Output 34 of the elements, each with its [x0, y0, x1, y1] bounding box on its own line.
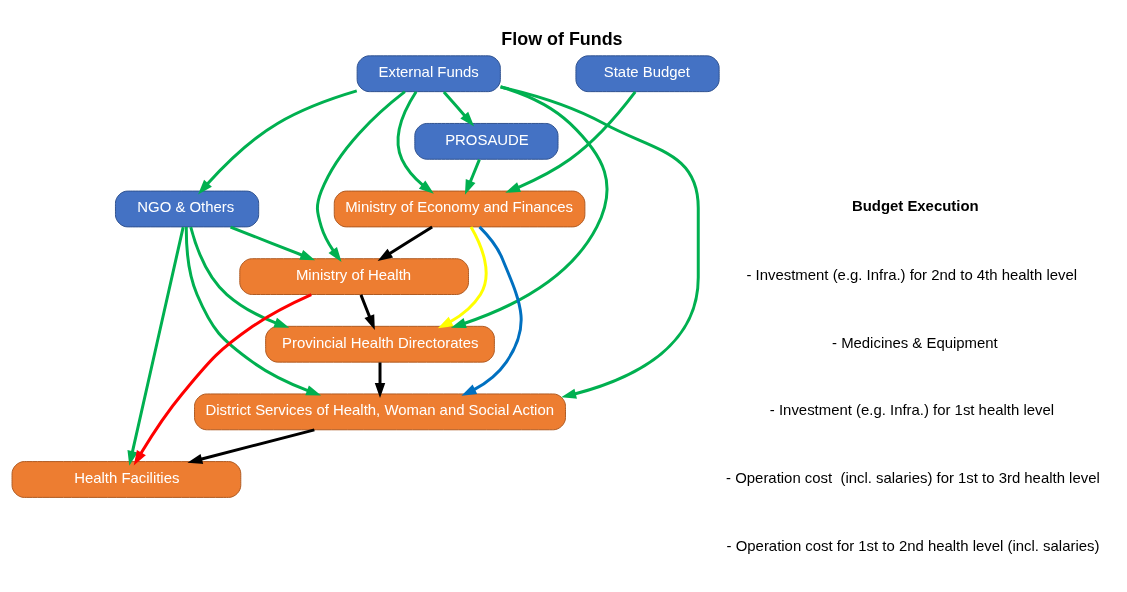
label: - Investment (e.g. Infra.) for 1st health level — [769, 401, 1055, 418]
node-box: Ministry of Health — [239, 257, 469, 295]
arrow — [184, 226, 322, 395]
node-box: Provincial Health Directorates — [265, 325, 495, 363]
arrow — [374, 362, 386, 398]
arrow — [315, 89, 406, 262]
arrow — [133, 292, 312, 465]
node-box: District Services of Health, Woman and Social Action — [194, 392, 566, 430]
node-box: Health Facilities — [11, 460, 242, 498]
label: - Operation cost (incl. salaries) for 1st to 3rd health level — [726, 469, 1100, 486]
node-box: NGO & Others — [114, 190, 260, 227]
label: - Operation cost for 1st to 2nd health level (incl. salaries) — [726, 537, 1100, 554]
arrow — [230, 225, 316, 260]
arrow — [127, 226, 185, 466]
arrow — [464, 158, 481, 195]
arrow — [377, 225, 433, 261]
diagram-title: Flow of Funds — [501, 28, 623, 49]
label: - Investment (e.g. Infra.) for 2nd to 4th health level — [746, 266, 1078, 283]
node-box: PROSAUDE — [414, 122, 559, 160]
arrow — [500, 84, 700, 399]
node-box: External Funds — [356, 54, 501, 92]
arrow — [359, 293, 375, 330]
arrow — [505, 90, 637, 193]
arrow — [189, 226, 290, 328]
node-box: Ministry of Economy and Finances — [333, 190, 586, 227]
arrow — [187, 427, 315, 464]
arrow — [461, 225, 523, 396]
label: Budget Execution — [851, 197, 979, 214]
arrow — [442, 90, 475, 126]
arrow — [198, 89, 358, 194]
arrow — [437, 225, 488, 328]
label: - Medicines & Equipment — [832, 334, 998, 351]
arrow — [396, 90, 434, 194]
node-box: State Budget — [575, 54, 720, 92]
